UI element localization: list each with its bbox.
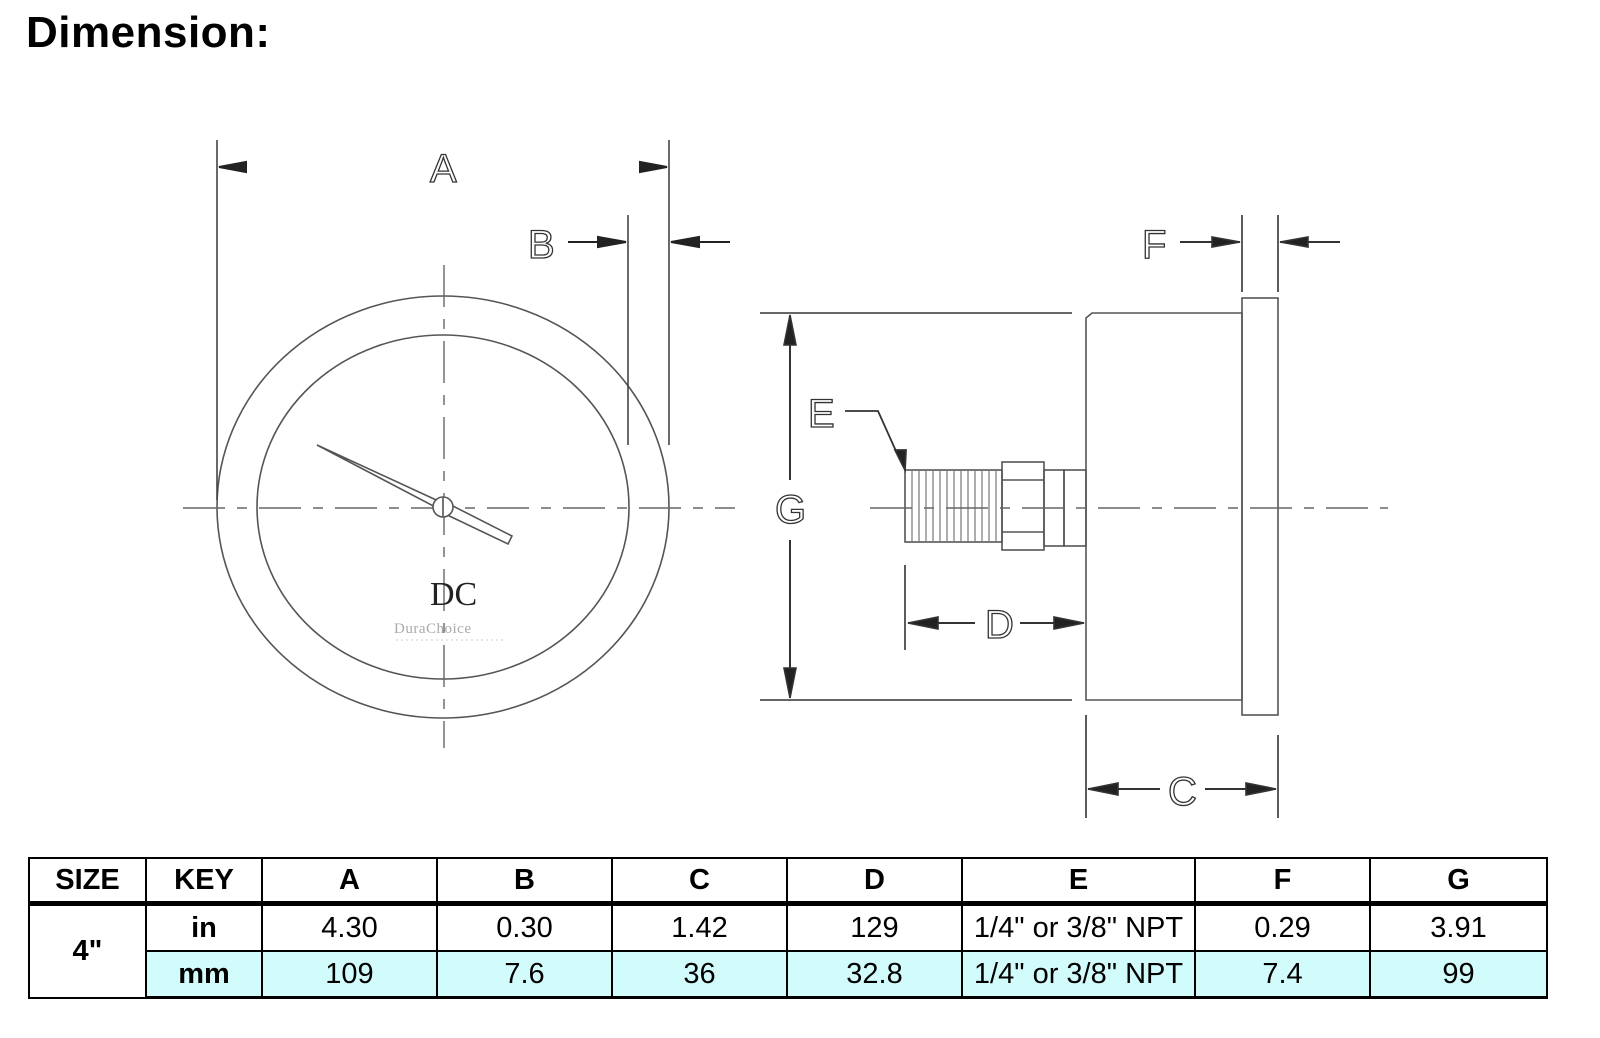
size-cell: 4" <box>28 902 147 999</box>
cell-in-b: 0.30 <box>436 902 613 952</box>
dim-b <box>568 235 730 249</box>
cell-in-f: 0.29 <box>1194 902 1371 952</box>
header-d: D <box>786 857 963 906</box>
header-b: B <box>436 857 613 906</box>
header-key: KEY <box>145 857 263 906</box>
key-cell-mm: mm <box>145 950 263 999</box>
dim-d-label: D <box>985 603 1014 647</box>
dim-d <box>904 565 1085 650</box>
header-size: SIZE <box>28 857 147 906</box>
cell-mm-e: 1/4" or 3/8" NPT <box>961 950 1196 999</box>
dim-b-label: B <box>528 223 555 267</box>
dim-e-label: E <box>808 392 835 436</box>
cell-mm-f: 7.4 <box>1194 950 1371 999</box>
page-title: Dimension: <box>26 8 271 57</box>
key-cell-in: in <box>145 902 263 952</box>
side-bezel-flange <box>1241 297 1279 716</box>
header-g: G <box>1369 857 1548 906</box>
front-view <box>183 140 735 748</box>
gauge-dimension-drawing: DC DuraChoice A B <box>183 140 1388 818</box>
table-row: 4" in 4.30 0.30 1.42 129 1/4" or 3/8" NP… <box>28 902 1548 999</box>
cell-mm-c: 36 <box>611 950 788 999</box>
header-c: C <box>611 857 788 906</box>
front-bezel-outer <box>216 295 670 719</box>
cell-mm-d: 32.8 <box>786 950 963 999</box>
cell-in-g: 3.91 <box>1369 902 1548 952</box>
cell-in-a: 4.30 <box>261 902 438 952</box>
header-f: F <box>1194 857 1371 906</box>
table-header-row: SIZE KEY A B C D E F G <box>28 857 1548 906</box>
dim-g-label: G <box>775 488 806 532</box>
cell-in-c: 1.42 <box>611 902 788 952</box>
gauge-needle <box>316 444 514 546</box>
front-dial-inner <box>256 334 630 680</box>
dim-a-label: A <box>430 147 457 191</box>
dim-c-label: C <box>1168 770 1197 814</box>
cell-in-d: 129 <box>786 902 963 952</box>
cell-mm-g: 99 <box>1369 950 1548 999</box>
dim-f-label: F <box>1142 223 1166 267</box>
brand-monogram: DC <box>430 576 477 613</box>
side-view <box>904 297 1279 716</box>
dim-a <box>218 160 668 174</box>
dim-e <box>845 410 907 474</box>
cell-mm-b: 7.6 <box>436 950 613 999</box>
header-e: E <box>961 857 1196 906</box>
dim-c <box>1085 715 1279 818</box>
cell-mm-a: 109 <box>261 950 438 999</box>
side-hex-nut <box>1001 461 1045 551</box>
cell-in-e: 1/4" or 3/8" NPT <box>961 902 1196 952</box>
side-case-body <box>1085 312 1243 701</box>
thread-lines <box>911 470 997 542</box>
dimension-table: SIZE KEY A B C D E F G 4" in 4.30 0.30 1… <box>28 857 1548 999</box>
brand-name: DuraChoice <box>394 621 471 637</box>
dim-g <box>760 312 1072 701</box>
header-a: A <box>261 857 438 906</box>
dim-f <box>1180 215 1340 292</box>
table-row: mm 109 7.6 36 32.8 1/4" or 3/8" NPT 7.4 … <box>29 950 1548 999</box>
